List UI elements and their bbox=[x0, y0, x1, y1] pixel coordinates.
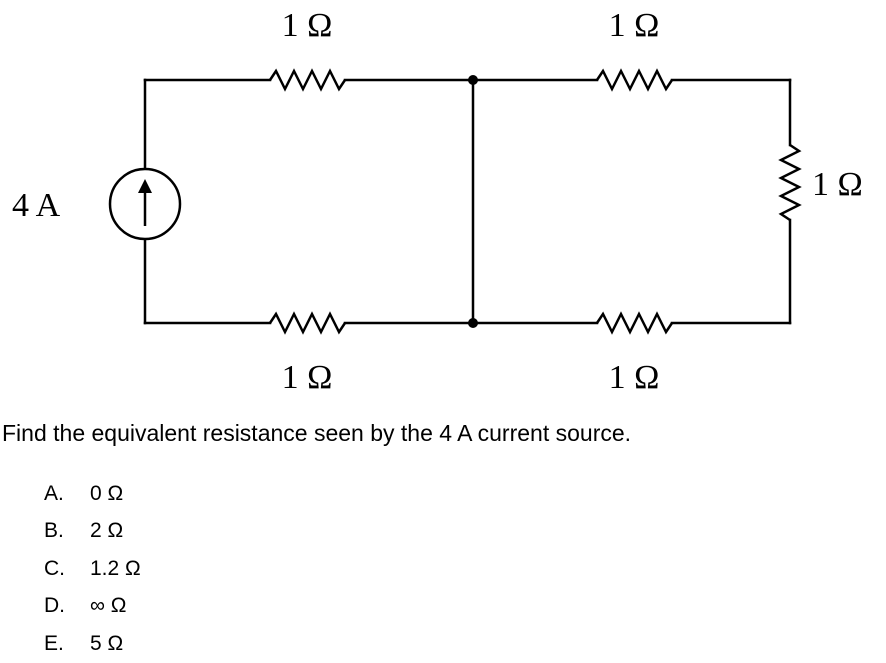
option-letter: C. bbox=[44, 556, 65, 580]
label-resistor-bottom-right: 1 Ω bbox=[609, 359, 660, 396]
option-c[interactable]: C. 1.2 Ω bbox=[44, 550, 141, 588]
label-resistor-bottom-left: 1 Ω bbox=[282, 359, 333, 396]
resistor-right bbox=[778, 143, 802, 222]
label-resistor-top-right: 1 Ω bbox=[609, 7, 660, 44]
answer-options: A. 0 Ω B. 2 Ω C. 1.2 Ω D. ∞ Ω E. 5 Ω bbox=[44, 475, 141, 663]
option-e[interactable]: E. 5 Ω bbox=[44, 625, 141, 663]
option-letter: D. bbox=[44, 594, 65, 618]
resistor-top-left bbox=[268, 68, 347, 92]
resistor-bottom-right bbox=[595, 311, 674, 335]
label-resistor-right: 1 Ω bbox=[812, 166, 863, 203]
option-value: 0 Ω bbox=[90, 481, 124, 505]
option-letter: E. bbox=[44, 631, 64, 655]
question-text: Find the equivalent resistance seen by t… bbox=[2, 420, 632, 446]
current-source bbox=[108, 167, 182, 241]
option-b[interactable]: B. 2 Ω bbox=[44, 513, 141, 551]
option-a[interactable]: A. 0 Ω bbox=[44, 475, 141, 513]
resistor-top-right bbox=[595, 68, 674, 92]
junction-node-bottom bbox=[468, 318, 478, 328]
option-value: 1.2 Ω bbox=[90, 556, 141, 580]
arrow-up-icon bbox=[138, 179, 152, 226]
option-letter: A. bbox=[44, 481, 64, 505]
label-resistor-top-left: 1 Ω bbox=[282, 7, 333, 44]
label-current-source: 4 A bbox=[12, 187, 61, 224]
option-value: 2 Ω bbox=[90, 519, 124, 543]
circuit-diagram: 1 Ω 1 Ω 1 Ω 1 Ω 1 Ω 4 A bbox=[12, 7, 863, 396]
option-value: ∞ Ω bbox=[90, 594, 127, 618]
option-value: 5 Ω bbox=[90, 631, 124, 655]
option-letter: B. bbox=[44, 519, 64, 543]
junction-node-top bbox=[468, 75, 478, 85]
resistor-bottom-left bbox=[268, 311, 347, 335]
option-d[interactable]: D. ∞ Ω bbox=[44, 588, 141, 626]
